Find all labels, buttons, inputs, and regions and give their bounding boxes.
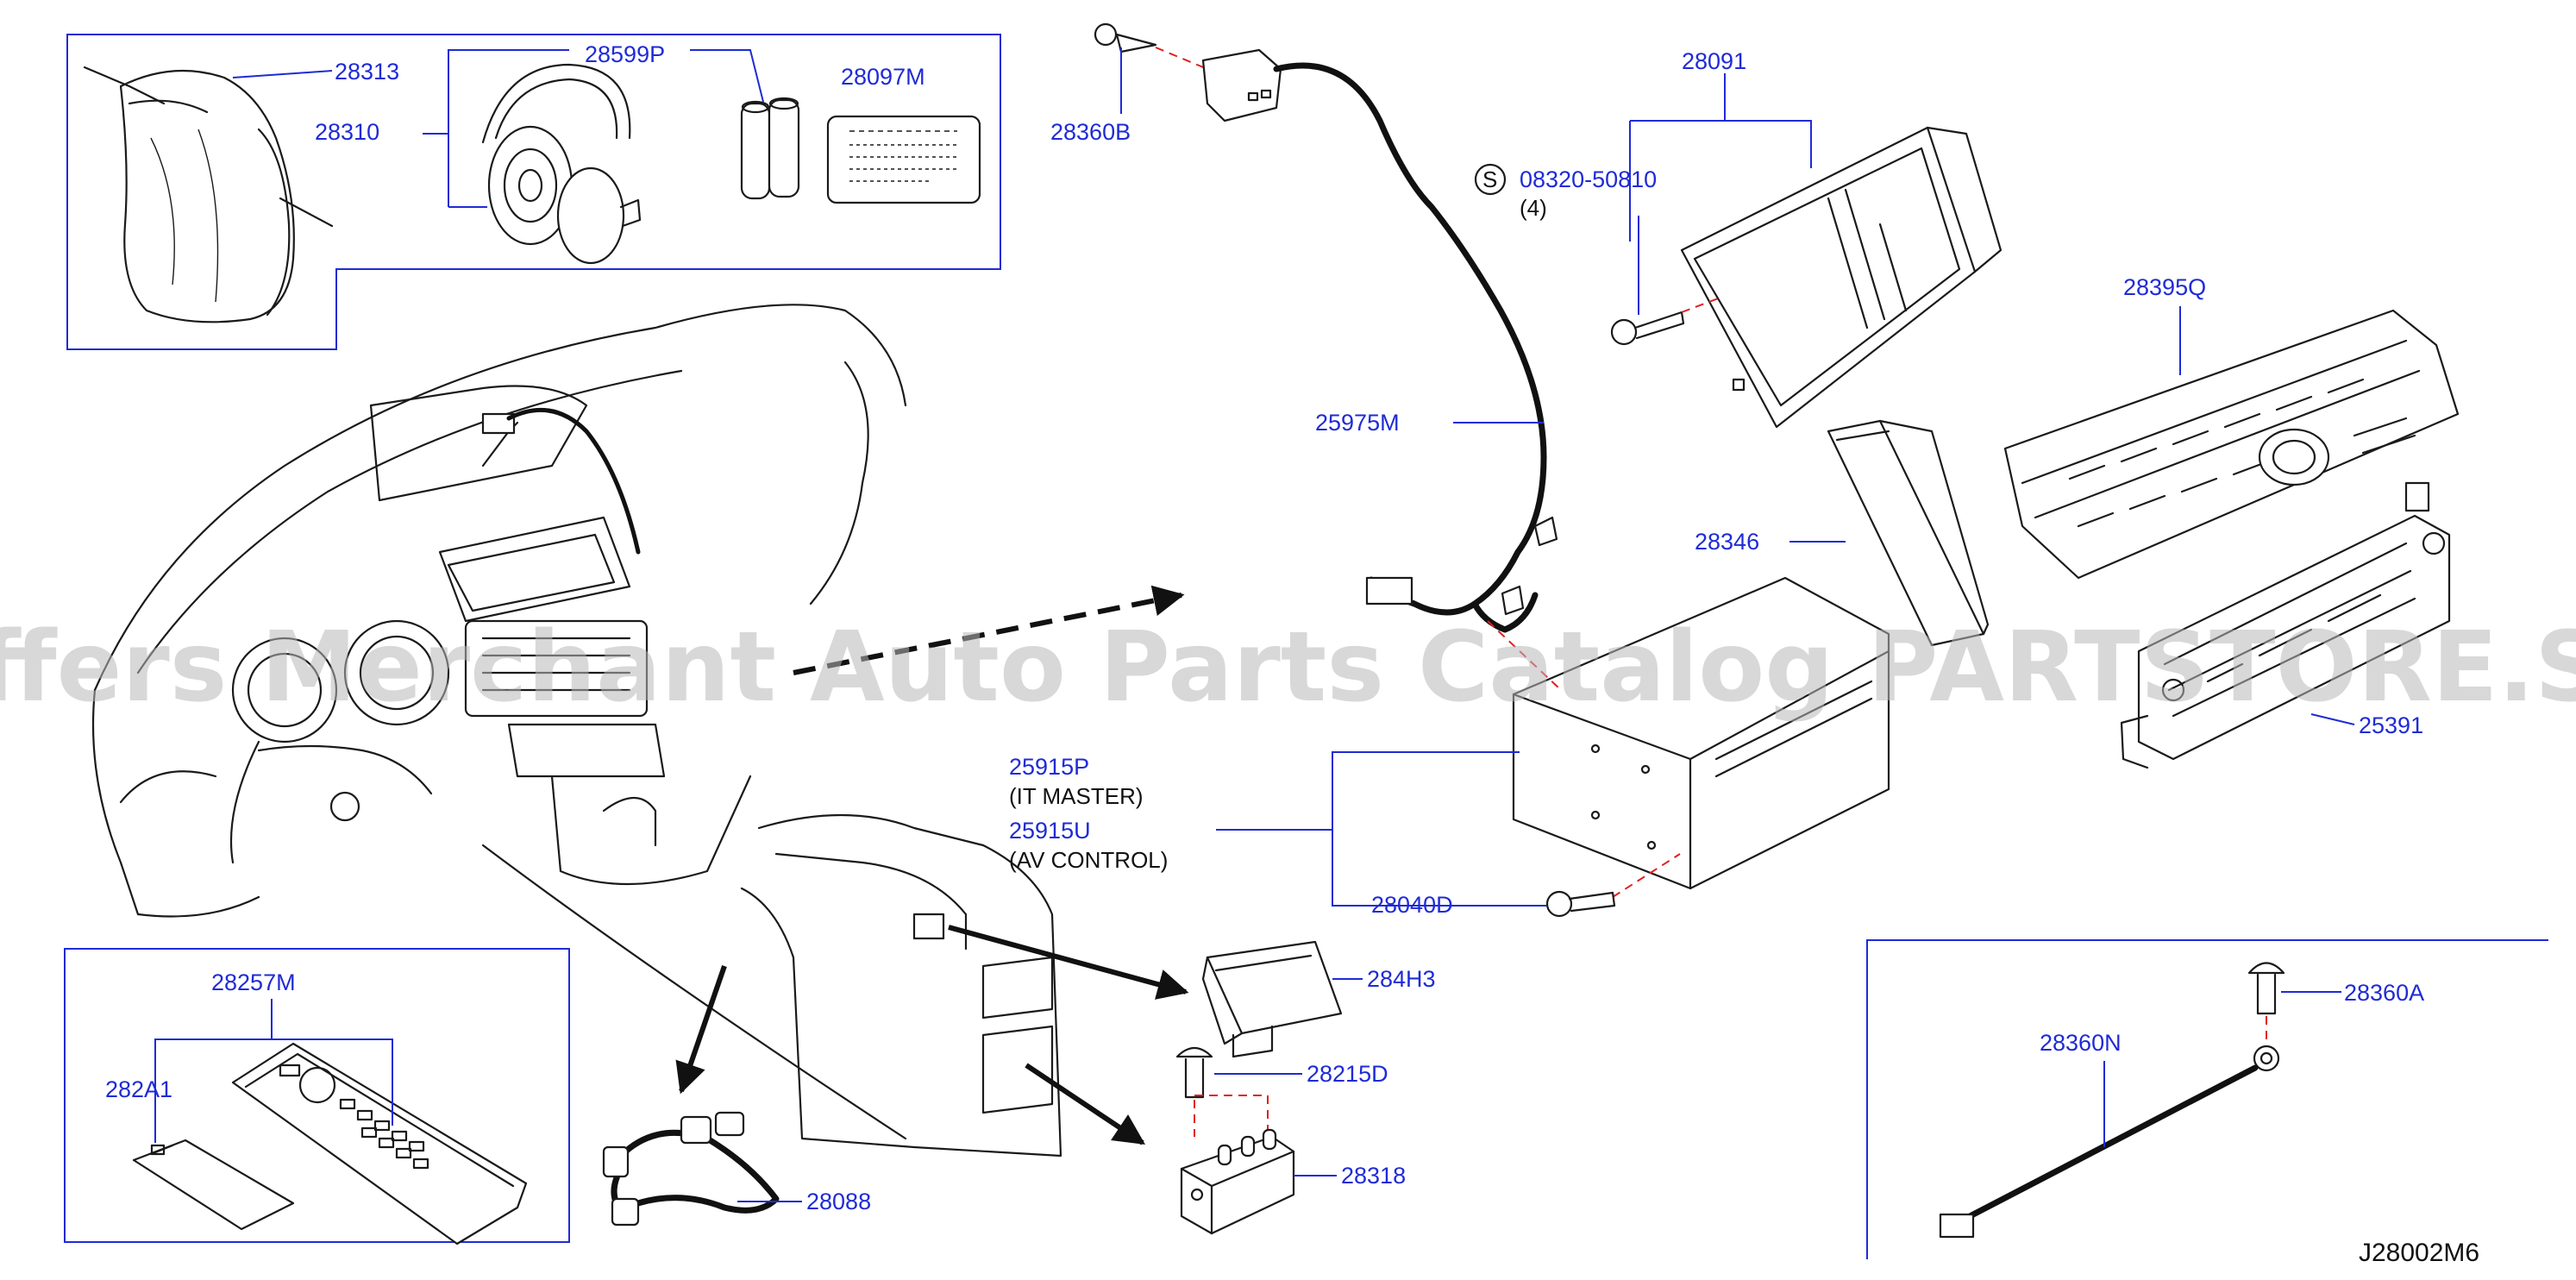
- part-number-284H3: 284H3: [1367, 966, 1436, 992]
- wireless-headphones-illustration: [481, 63, 642, 265]
- arrow-to-switch: [948, 925, 1189, 1000]
- part-number-28310: 28310: [315, 119, 379, 145]
- part-number-28091: 28091: [1682, 48, 1746, 74]
- standard-part-symbol: [1474, 163, 1507, 196]
- av-unit-screw-axis-lower: [1612, 853, 1681, 898]
- part-number-28313: 28313: [335, 59, 399, 85]
- control-panel-28395Q-illustration: [2003, 309, 2460, 580]
- jack-28318-illustration: [1180, 1128, 1295, 1235]
- diagram-code: J28002M6: [2359, 1239, 2479, 1267]
- harness-connector-illustration: [1201, 48, 1282, 122]
- accessory-box-frame: [66, 34, 1001, 350]
- leader-28599P: [423, 49, 569, 208]
- clip-28360A-illustration: [2247, 962, 2285, 1015]
- harness-clip-1: [1533, 516, 1558, 547]
- leader-28599P-battery: [690, 49, 764, 103]
- screw-08320-axis: [1681, 297, 1721, 313]
- av-unit-screw-axis-upper: [1487, 620, 1562, 691]
- screw-08320-illustration: [1610, 311, 1685, 346]
- part-number-28599P: 28599P: [585, 41, 665, 67]
- part-number-08320-50810: 08320-50810: [1520, 166, 1657, 192]
- harness-clip-2: [1501, 585, 1525, 616]
- part-number-28360N: 28360N: [2040, 1030, 2122, 1056]
- leader-25391: [2310, 713, 2355, 725]
- part-number-25975M: 25975M: [1315, 410, 1400, 436]
- switch-284H3-illustration: [1201, 940, 1343, 1058]
- battery-cover-illustration: [132, 1139, 295, 1231]
- part-number-282A1: 282A1: [105, 1076, 172, 1102]
- av-unit-illustration: [1512, 576, 1890, 890]
- dashboard-illustration: [91, 304, 1062, 1158]
- part-number-25915P: 25915P: [1009, 754, 1089, 780]
- part-number-25391: 25391: [2359, 712, 2423, 738]
- harness-25975M-branch: [1471, 592, 1539, 633]
- watermark-text: Offers Merchant Auto Parts Catalog PARTS…: [0, 612, 2576, 724]
- part-number-28346: 28346: [1695, 529, 1759, 555]
- clip-28215D-illustration: [1175, 1046, 1213, 1099]
- antenna-box-frame: [1866, 939, 2548, 1259]
- part-number-28088: 28088: [806, 1189, 871, 1214]
- part-number-28040D: 28040D: [1371, 892, 1453, 918]
- bracket-28346-illustration: [1827, 419, 1990, 647]
- part-quantity-08320-50810: (4): [1520, 195, 1547, 221]
- part-number-28360B: 28360B: [1050, 119, 1131, 145]
- finisher-25391-illustration: [2120, 514, 2451, 769]
- part-note-25915U: (AV CONTROL): [1009, 847, 1168, 873]
- arrow-dash-to-unit: [793, 585, 1185, 675]
- part-note-25915P: (IT MASTER): [1009, 783, 1144, 809]
- leader-28091: [1629, 73, 1812, 242]
- ground-cable-28360N-illustration: [1939, 1045, 2280, 1239]
- remote-control-illustration: [231, 1042, 528, 1245]
- screw-28360B-axis: [1155, 47, 1208, 70]
- harness-25975M: [1273, 62, 1547, 616]
- jack-axis: [1194, 1095, 1269, 1137]
- display-28091-illustration: [1680, 126, 2003, 429]
- leader-28257M: [154, 999, 393, 1143]
- part-number-28360A: 28360A: [2344, 980, 2424, 1006]
- arrow-to-harness: [675, 965, 727, 1095]
- screw-28360B-illustration: [1094, 22, 1157, 53]
- leader-25915: [1216, 751, 1520, 907]
- headphone-bag-illustration: [83, 66, 334, 323]
- standard-part-symbol-label: S: [1482, 166, 1497, 192]
- part-number-28257M: 28257M: [211, 969, 296, 995]
- screw-28040D-illustration: [1545, 890, 1616, 918]
- harness-28088-illustration: [602, 1111, 780, 1227]
- part-number-28097M: 28097M: [841, 64, 925, 90]
- part-number-28395Q: 28395Q: [2123, 274, 2206, 300]
- arrow-to-jack: [1025, 1063, 1145, 1145]
- harness-end-connector: [1365, 576, 1413, 605]
- batteries-illustration: [740, 97, 800, 200]
- instruction-card-illustration: [826, 115, 981, 204]
- leader-28313: [232, 70, 333, 78]
- remote-box-frame: [64, 948, 570, 1243]
- part-number-28215D: 28215D: [1307, 1061, 1388, 1087]
- part-number-25915U: 25915U: [1009, 818, 1091, 844]
- part-number-28318: 28318: [1341, 1163, 1406, 1189]
